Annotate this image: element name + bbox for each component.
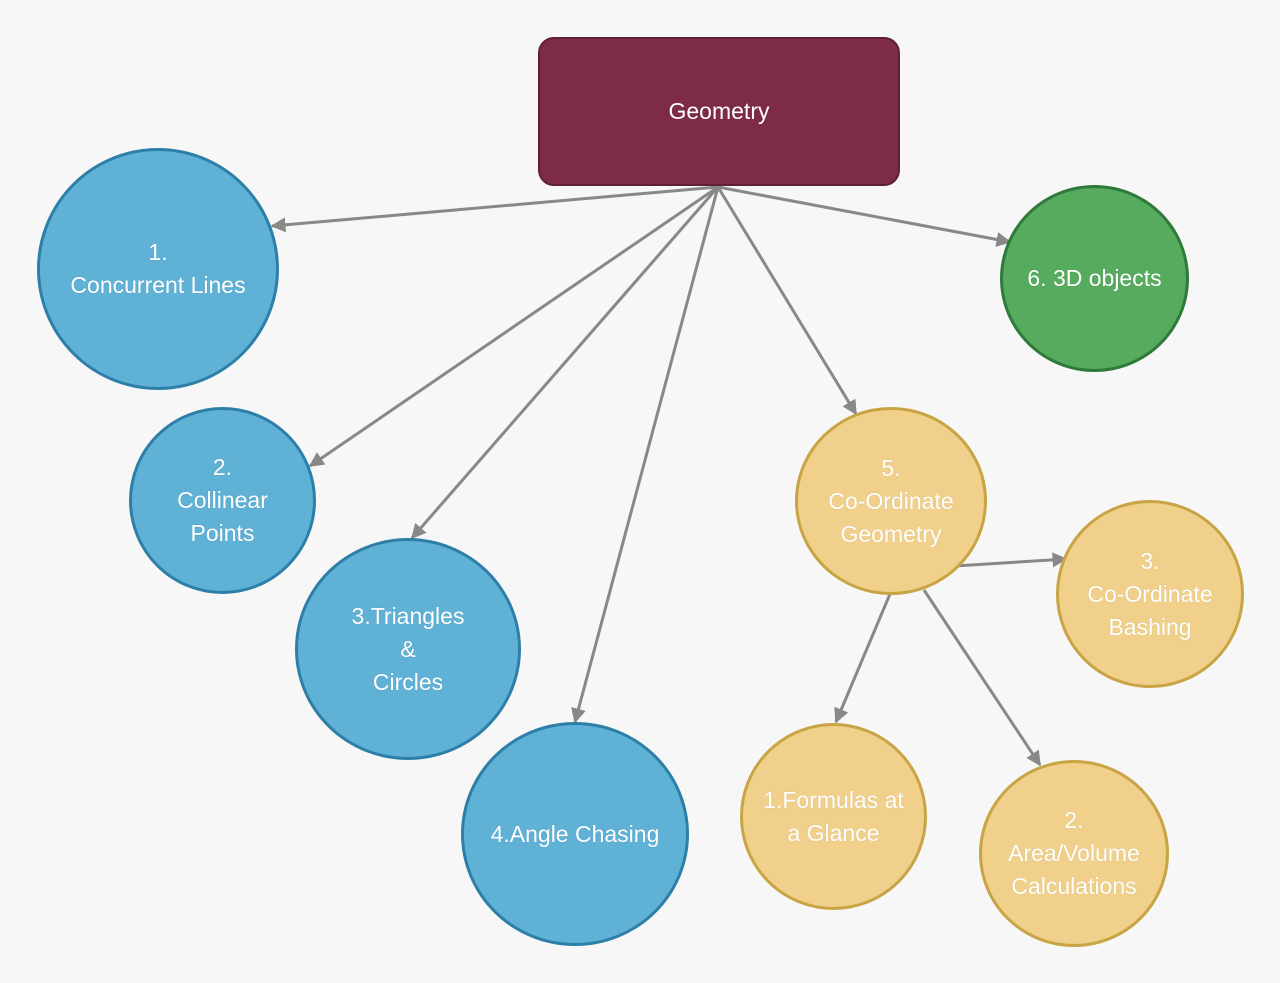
node-label: 5. Co-Ordinate Geometry xyxy=(828,454,954,547)
node-label: 4.Angle Chasing xyxy=(490,820,660,847)
edge-root-collinear-points xyxy=(308,185,719,468)
node-concurrent-lines[interactable]: 1. Concurrent Lines xyxy=(37,148,279,390)
edge-coordinate-geometry-formulas-glance xyxy=(834,593,892,724)
node-collinear-points[interactable]: 2. Collinear Points xyxy=(129,407,316,594)
edge-root-triangles-circles xyxy=(410,186,720,540)
node-label: Geometry xyxy=(668,98,770,124)
node-label: 2. Area/Volume Calculations xyxy=(1008,807,1140,899)
node-coordinate-geometry[interactable]: 5. Co-Ordinate Geometry xyxy=(795,407,987,595)
node-label: 1. Concurrent Lines xyxy=(70,239,246,298)
edge-coordinate-geometry-area-volume xyxy=(922,589,1042,767)
node-geometry-root[interactable]: Geometry xyxy=(538,37,900,186)
node-label: 1.Formulas at a Glance xyxy=(763,786,904,846)
node-label: 6. 3D objects xyxy=(1027,265,1162,291)
node-triangles-circles[interactable]: 3.Triangles & Circles xyxy=(295,538,521,760)
edge-root-3d-objects xyxy=(717,185,1012,247)
node-coordinate-bashing[interactable]: 3. Co-Ordinate Bashing xyxy=(1056,500,1244,688)
node-3d-objects[interactable]: 6. 3D objects xyxy=(1000,185,1189,372)
node-formulas-glance[interactable]: 1.Formulas at a Glance xyxy=(740,723,927,910)
node-label: 3. Co-Ordinate Bashing xyxy=(1087,547,1213,640)
node-label: 3.Triangles & Circles xyxy=(351,602,465,695)
node-area-volume[interactable]: 2. Area/Volume Calculations xyxy=(979,760,1169,947)
edge-root-concurrent-lines xyxy=(270,185,719,233)
node-angle-chasing[interactable]: 4.Angle Chasing xyxy=(461,722,689,946)
edge-coordinate-geometry-coordinate-bashing xyxy=(954,552,1068,568)
edge-root-angle-chasing xyxy=(571,186,720,724)
edge-root-coordinate-geometry xyxy=(716,186,858,416)
node-label: 2. Collinear Points xyxy=(177,454,268,546)
